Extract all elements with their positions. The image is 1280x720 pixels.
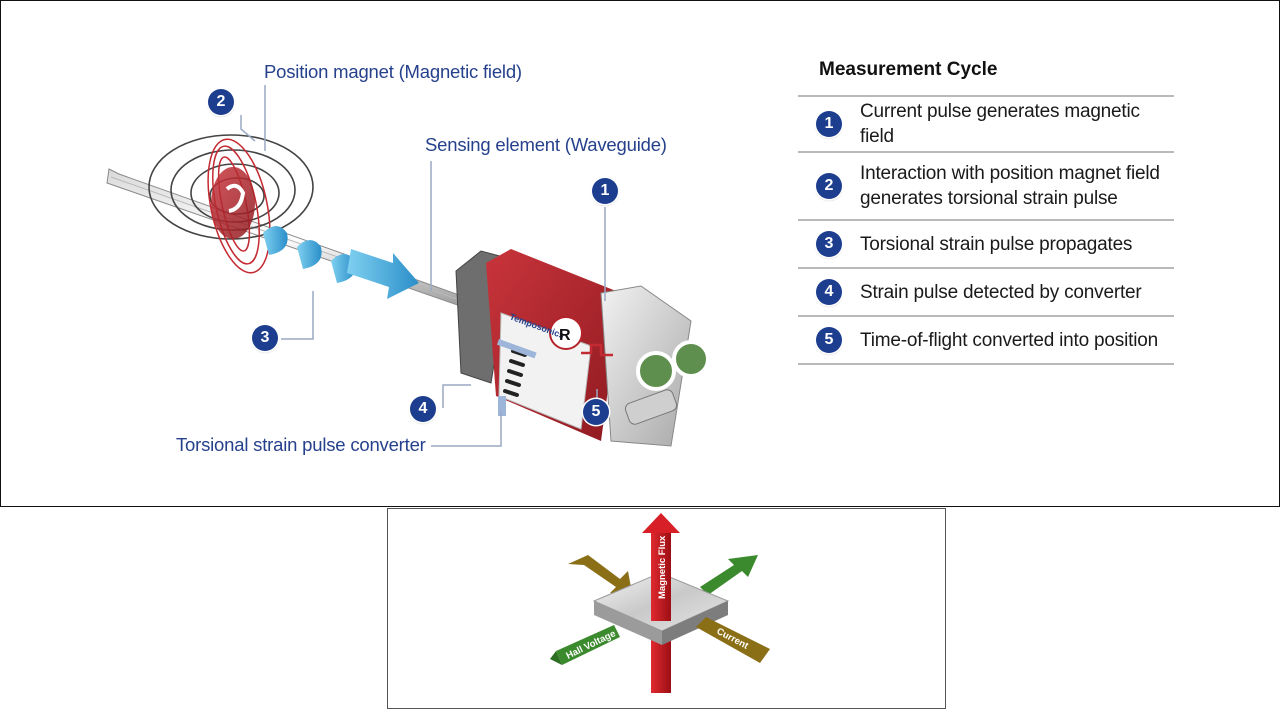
cycle-step: 4 Strain pulse detected by converter [798,269,1174,317]
hall-effect-illustration: Magnetic Flux Hall Voltage Current [550,513,770,693]
step-text: Current pulse generates magnetic field [860,101,1140,147]
converter-housing [455,249,710,447]
step-number-badge: 1 [816,111,842,137]
sensing-element-label: Sensing element (Waveguide) [425,134,667,155]
step-number-badge: 3 [816,231,842,257]
torsional-pulse-icon [263,226,419,299]
leader-lines [240,85,606,447]
step-number-badge: 2 [816,173,842,199]
measurement-cycle-title: Measurement Cycle [819,59,998,80]
diagram-badge-3: 3 [252,325,278,351]
step-number-badge: 5 [816,327,842,353]
hall-effect-panel: Magnetic Flux Hall Voltage Current [387,508,946,709]
magnetic-flux-label: Magnetic Flux [657,535,668,599]
cycle-step: 1 Current pulse generates magnetic field [798,97,1174,153]
step-number-badge: 4 [816,279,842,305]
current-swirl-icon [225,183,246,213]
sensor-diagram-panel: Temposonics R Position magnet (Magnetic … [0,0,1280,507]
diagram-badge-4: 4 [410,396,436,422]
current-arrow [696,617,770,663]
converter-label: Torsional strain pulse converter [176,434,426,455]
magnet-disc [211,167,255,239]
step-text: Torsional strain pulse propagates [860,233,1133,255]
sensor-illustration: Temposonics R [106,85,710,447]
signal-pulse-icon [581,343,613,357]
step-text: Strain pulse detected by converter [860,281,1142,303]
magnetic-flux-arrow [642,513,680,621]
converter-coil [503,349,527,397]
diagram-badge-1: 1 [592,178,618,204]
cycle-step: 5 Time-of-flight converted into position [798,317,1174,365]
back-green-arrow [700,555,758,595]
back-olive-arrow [568,555,632,593]
diagram-badge-5: 5 [583,399,609,425]
cycle-step: 3 Torsional strain pulse propagates [798,221,1174,269]
hall-voltage-arrow [550,625,620,665]
flux-arrow-lower [651,629,671,693]
waveguide-rod [106,168,478,309]
step-text: Time-of-flight converted into position [860,329,1158,351]
cycle-step: 2 Interaction with position magnet field… [798,153,1174,221]
position-magnet-label: Position magnet (Magnetic field) [264,61,522,82]
diagram-badge-2: 2 [208,89,234,115]
brand-logo: R [559,327,571,344]
measurement-cycle-list: 1 Current pulse generates magnetic field… [798,95,1174,365]
